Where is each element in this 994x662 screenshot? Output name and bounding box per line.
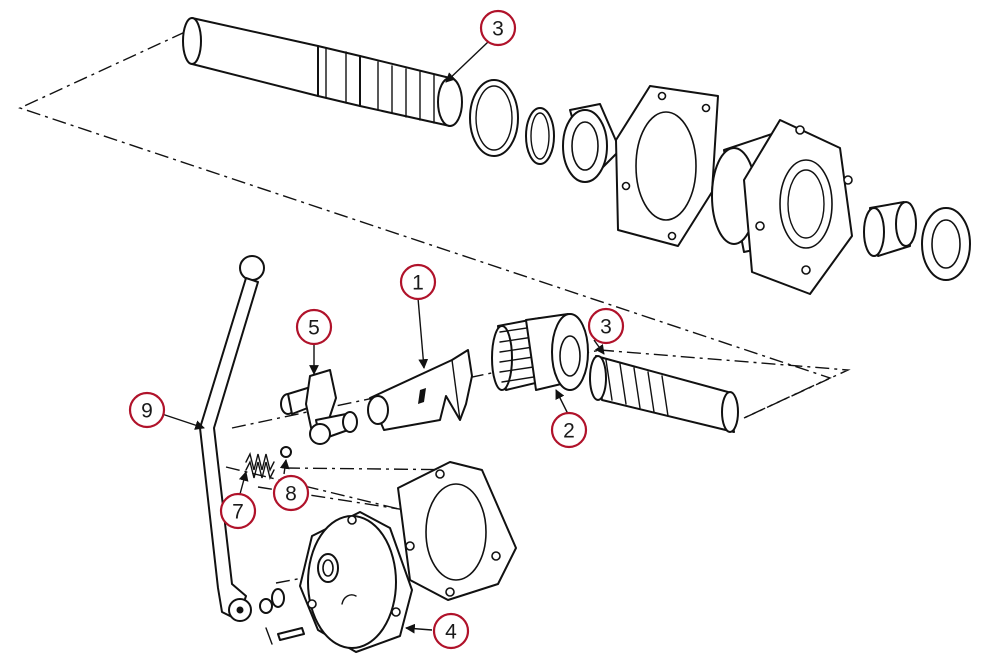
callout-3-right: 3 xyxy=(587,307,625,345)
svg-text:2: 2 xyxy=(563,420,575,443)
bushing xyxy=(863,201,917,257)
callout-4: 4 xyxy=(432,612,470,650)
svg-text:3: 3 xyxy=(600,316,612,339)
svg-text:1: 1 xyxy=(412,272,424,295)
detent-spring xyxy=(245,451,275,481)
callout-5: 5 xyxy=(295,308,333,346)
callout-2: 2 xyxy=(550,411,588,449)
svg-text:7: 7 xyxy=(232,501,244,524)
callout-9: 9 xyxy=(128,391,166,429)
bearing-housing xyxy=(711,119,853,295)
callout-1: 1 xyxy=(399,263,437,301)
svg-text:9: 9 xyxy=(141,400,153,423)
svg-text:8: 8 xyxy=(285,483,297,506)
svg-text:4: 4 xyxy=(445,621,457,644)
small-snap-ring xyxy=(525,107,555,165)
detent-ball xyxy=(280,446,292,458)
callout-3-top: 3 xyxy=(479,9,517,47)
coupler xyxy=(491,313,589,391)
input-shaft-right xyxy=(589,355,739,433)
roll-pin xyxy=(265,627,305,645)
large-snap-ring xyxy=(469,79,519,157)
shift-arm xyxy=(280,369,358,445)
callouts: 3 1 3 5 9 2 8 7 xyxy=(128,9,625,650)
gasket xyxy=(615,85,719,247)
cover-gasket xyxy=(397,461,517,601)
svg-text:3: 3 xyxy=(492,18,504,41)
leader-lines xyxy=(161,41,605,634)
shift-fork xyxy=(367,349,473,431)
control-lever xyxy=(199,255,285,622)
output-shaft-top xyxy=(182,17,463,127)
svg-text:5: 5 xyxy=(308,317,320,340)
callout-8: 8 xyxy=(272,474,310,512)
callout-7: 7 xyxy=(219,492,257,530)
oil-seal xyxy=(562,103,621,183)
cover-plate xyxy=(299,511,413,653)
second-oil-seal xyxy=(921,207,971,281)
